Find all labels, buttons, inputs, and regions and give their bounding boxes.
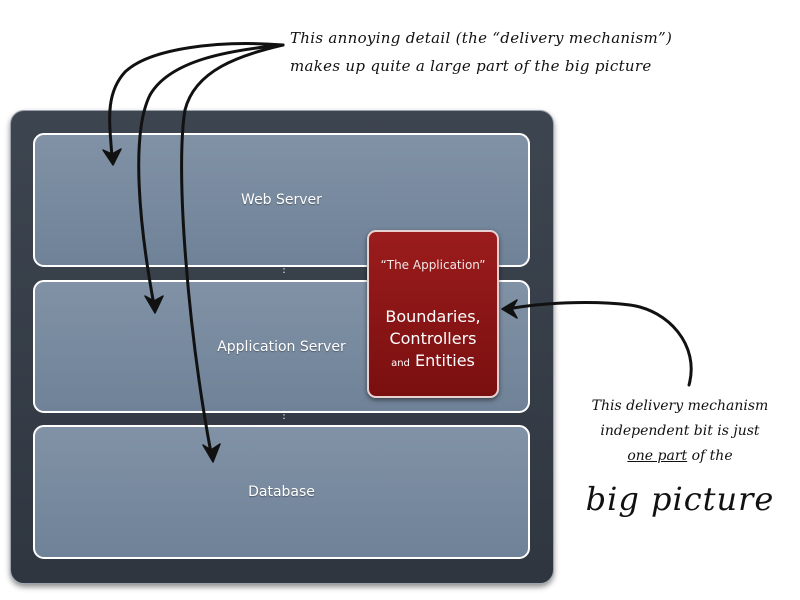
right-annotation-line1: This delivery mechanism <box>591 398 769 414</box>
right-annotation-line2: independent bit is just <box>600 423 760 439</box>
connector-app-db: ⋮ <box>279 411 289 421</box>
web-server-label: Web Server <box>241 192 322 208</box>
one-part-underlined: one part <box>627 448 688 464</box>
connector-web-app: ⋮ <box>279 265 289 275</box>
big-picture-text: big picture <box>585 480 775 518</box>
top-annotation: This annoying detail (the “delivery mech… <box>290 24 672 80</box>
application-line-controllers: Controllers <box>389 329 477 348</box>
application-title: “The Application” <box>380 258 486 272</box>
top-annotation-line1: This annoying detail (the “delivery mech… <box>290 29 673 47</box>
application-line-entities-word: Entities <box>415 351 475 370</box>
right-annotation: This delivery mechanism independent bit … <box>565 394 795 521</box>
top-annotation-line2: makes up quite a large part of the big p… <box>290 57 652 75</box>
right-annotation-line3: one part of the <box>565 444 795 469</box>
right-annotation-line3-rest: of the <box>687 448 733 464</box>
database-layer: Database <box>33 425 530 559</box>
application-contents: Boundaries, Controllers and Entities <box>369 306 497 375</box>
application-line-boundaries: Boundaries, <box>385 307 481 326</box>
database-label: Database <box>248 484 315 500</box>
application-line-entities: and Entities <box>369 350 497 375</box>
application-line-and: and <box>391 358 410 369</box>
application-box: “The Application” Boundaries, Controller… <box>367 230 499 398</box>
